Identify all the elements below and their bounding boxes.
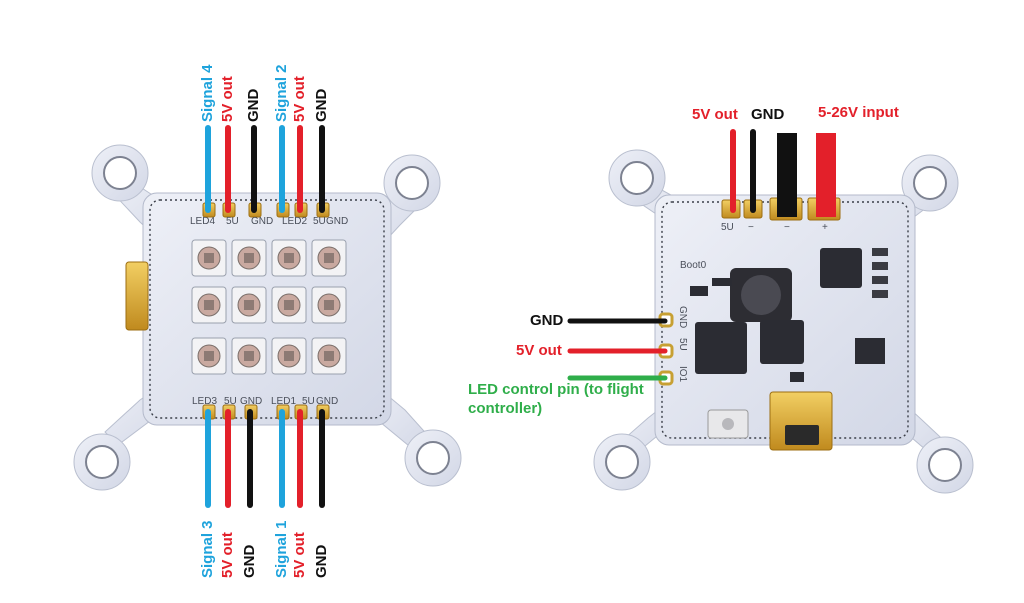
label-top-5: 5V out [291,76,308,122]
right-pad-silk-1: 5U [721,222,734,233]
label-bottom-1: Signal 3 [199,520,216,578]
label-top-1: Signal 4 [199,64,216,122]
label-bottom-2: 5V out [219,532,236,578]
left-led-board [73,125,462,508]
label-top-3: GND [245,88,262,122]
left-board-body [142,192,392,426]
silk-top-3: GND [251,216,274,227]
led-3 [271,239,307,277]
led-grid [191,239,347,375]
label-top-4: Signal 2 [273,64,290,122]
silk-top-1: LED4 [190,216,216,227]
label-bottom-3: GND [241,544,258,578]
led-control-label-line2: controller) [468,400,543,417]
led-2 [231,239,267,277]
silk-bottom-4: LED1 [271,396,297,407]
right-pad-silk-3: − [784,222,790,233]
silk-top-4: LED2 [282,216,308,227]
right-5v-out-label: 5V out [692,106,738,123]
right-side-silk-2: 5U [677,338,688,351]
led-7 [271,286,307,324]
led-control-label-line1: LED control pin (to flight [468,381,644,398]
side-gnd-label: GND [530,312,564,329]
label-bottom-5: 5V out [291,532,308,578]
right-board-mount-holes [605,161,962,482]
led-11 [271,337,307,375]
right-board-components [690,248,888,451]
led-8 [311,286,347,324]
led-1 [191,239,227,277]
left-wires [205,125,325,508]
silk-bottom-3: GND [240,396,263,407]
left-board-connector [125,261,149,331]
led-6 [231,286,267,324]
right-wires [567,129,836,381]
right-gnd-label: GND [751,106,785,123]
led-4 [311,239,347,277]
silk-bottom-5: 5U [302,396,315,407]
wire-right-input-neg [777,133,797,217]
regulator-chip [820,248,862,288]
silk-top-5: 5U [313,216,326,227]
led-10 [231,337,267,375]
led-9 [191,337,227,375]
silk-bottom-2: 5U [224,396,237,407]
right-input-label: 5-26V input [818,104,899,121]
left-board-mount-holes [85,156,450,479]
label-top-6: GND [313,88,330,122]
wire-right-input-pos [816,133,836,217]
right-side-silk-3: IO1 [677,366,688,383]
right-controller-board [567,129,974,494]
silk-bottom-1: LED3 [192,396,218,407]
silk-bottom-6: GND [316,396,339,407]
silk-top-6: GND [326,216,349,227]
label-bottom-6: GND [313,544,330,578]
right-pad-silk-4: + [822,222,828,233]
driver-chip [760,320,804,364]
label-bottom-4: Signal 1 [273,520,290,578]
right-side-silk-1: GND [677,306,688,329]
silk-top-2: 5U [226,216,239,227]
side-5v-out-label: 5V out [516,342,562,359]
led-12 [311,337,347,375]
led-5 [191,286,227,324]
boot0-silk: Boot0 [680,260,707,271]
right-pad-silk-2: − [748,222,754,233]
mcu-chip [695,322,747,374]
label-top-2: 5V out [219,76,236,122]
